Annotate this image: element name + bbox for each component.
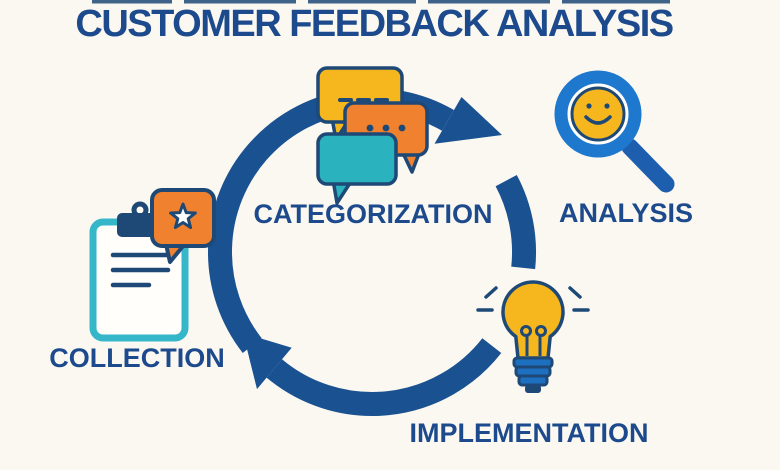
dot-marks xyxy=(366,124,406,132)
clipboard-with-star-bubble-icon xyxy=(89,188,216,342)
label-collection: COLLECTION xyxy=(49,343,225,373)
page-title: CUSTOMER FEEDBACK ANALYSIS xyxy=(75,3,674,45)
label-analysis: ANALYSIS xyxy=(558,198,694,228)
arc-bottom xyxy=(266,338,502,416)
magnifier-smiley-icon xyxy=(554,70,675,193)
bulb-base xyxy=(512,356,554,393)
arc-right xyxy=(495,174,536,270)
star-bubble xyxy=(150,188,216,264)
bulb-rays xyxy=(476,286,590,312)
label-categorization: CATEGORIZATION xyxy=(253,199,493,229)
bulb-filament xyxy=(520,325,547,356)
speech-bubble-teal xyxy=(316,132,398,205)
arrowhead-bottom-left xyxy=(243,333,292,390)
clipboard-text-lines xyxy=(110,252,171,288)
star-icon xyxy=(169,202,197,229)
smiley-eyes xyxy=(586,103,610,109)
smiley-face xyxy=(570,86,626,142)
speech-bubbles-icon xyxy=(316,66,429,205)
cropped-text-artifact xyxy=(92,0,670,4)
label-implementation: IMPLEMENTATION xyxy=(409,418,649,448)
smiley-smile xyxy=(584,115,612,125)
lightbulb-icon xyxy=(476,276,590,393)
magnifier-handle xyxy=(621,138,675,193)
bulb-glass xyxy=(501,280,565,360)
arrowhead-top-right xyxy=(434,97,502,144)
